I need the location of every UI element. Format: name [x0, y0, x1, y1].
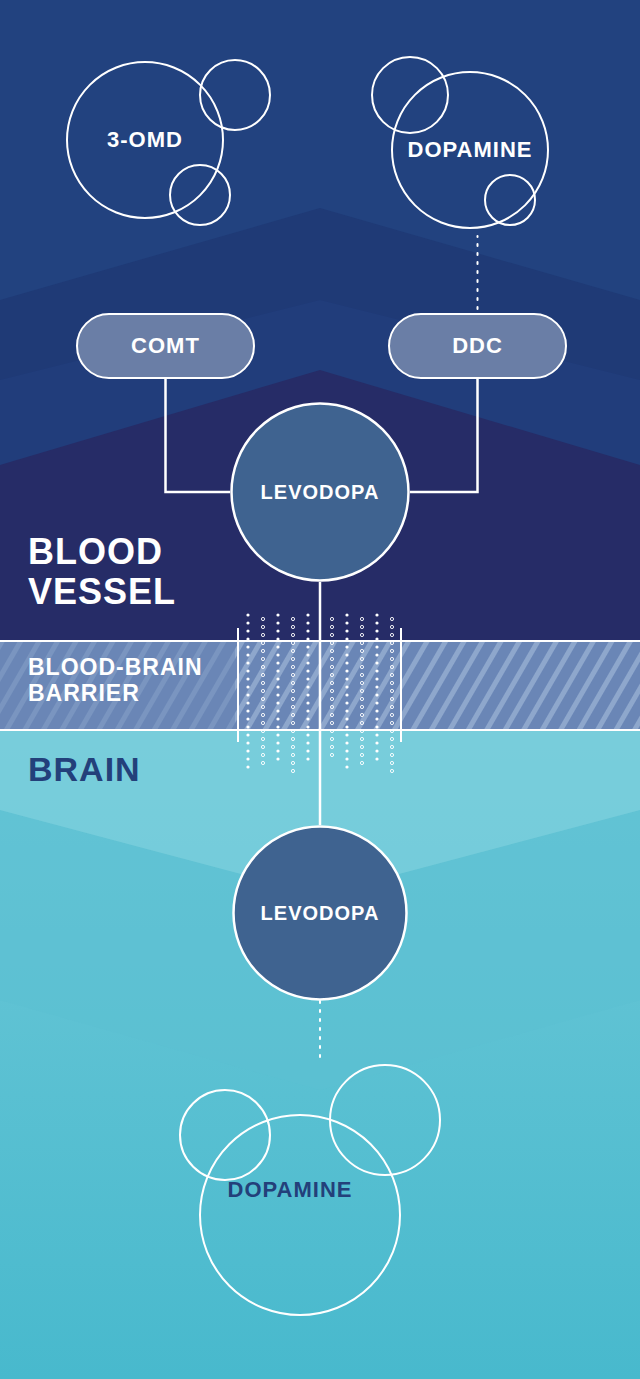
node-label: DOPAMINE — [408, 137, 533, 163]
region-label: BRAIN — [28, 750, 228, 788]
dotted-connector — [477, 236, 479, 309]
drug-circle: LEVODOPA — [230, 402, 410, 582]
bracket-line — [237, 628, 239, 742]
enzyme-pill: COMT — [76, 313, 255, 379]
region-label: BLOOD-BRAIN BARRIER — [28, 655, 233, 707]
connector-line — [410, 379, 478, 492]
node-label: DOPAMINE — [228, 1177, 353, 1203]
node-label: DDC — [452, 333, 503, 359]
top-ground — [0, 0, 640, 640]
chevron-band — [0, 810, 640, 1090]
enzyme-pill: DDC — [388, 313, 567, 379]
neurotransmitter-circle: DOPAMINE — [180, 1065, 400, 1315]
brain-ground — [0, 730, 640, 1379]
node-label: COMT — [131, 333, 200, 359]
node-label: LEVODOPA — [261, 902, 380, 925]
drug-circle: LEVODOPA — [232, 825, 408, 1001]
barrier-shade — [0, 641, 235, 730]
node-label: LEVODOPA — [261, 481, 380, 504]
metabolite-circle: 3-OMD — [67, 62, 223, 218]
connector-line — [166, 379, 231, 492]
bracket-line — [400, 628, 402, 742]
connector-line — [319, 582, 322, 825]
node-label: 3-OMD — [107, 127, 183, 153]
metabolite-circle: DOPAMINE — [392, 72, 548, 228]
dotted-connector — [319, 1001, 321, 1061]
region-label: BLOOD VESSEL — [28, 532, 228, 613]
